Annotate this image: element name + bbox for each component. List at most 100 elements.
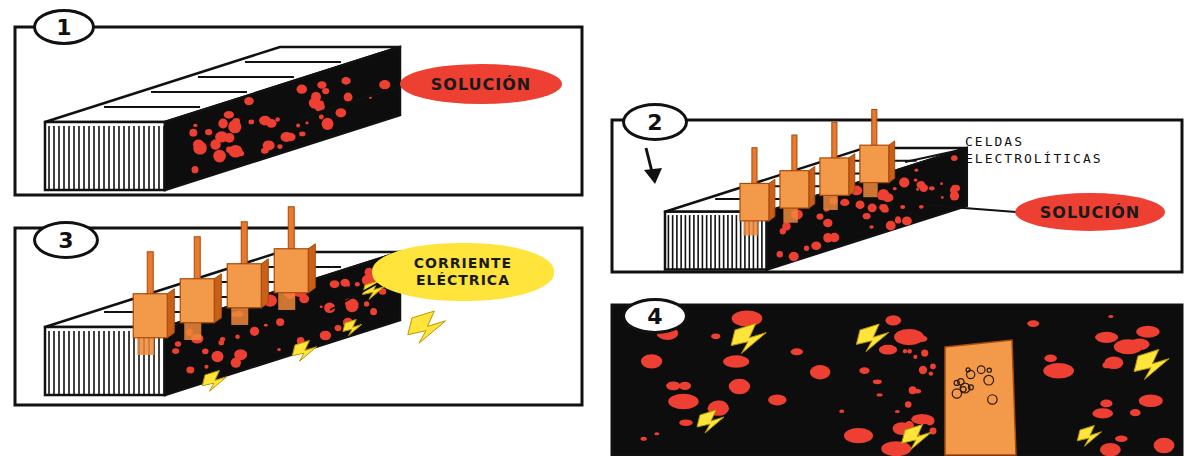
node-text-wrap: 4: [647, 304, 662, 329]
solution-particle: [723, 355, 749, 367]
electrode-plate-side: [214, 274, 221, 323]
tank-illustration: [45, 47, 400, 190]
gas-bubble: [988, 395, 997, 404]
electrode-rod: [752, 148, 757, 185]
solution-particle: [804, 246, 809, 251]
electrode-rod: [288, 207, 294, 251]
solution-particle: [261, 120, 264, 123]
tank-hatch: [689, 215, 691, 269]
tank-hatch: [78, 331, 80, 395]
tank-hatch: [73, 331, 75, 395]
tank-hatch: [48, 126, 50, 190]
solution-particle: [840, 199, 849, 206]
tank-hatch: [680, 215, 682, 269]
solution-particle: [895, 410, 900, 413]
solution-particle: [296, 123, 300, 127]
solution-particle: [231, 357, 241, 367]
tank-hatch: [702, 215, 704, 269]
tank-hatch: [88, 126, 90, 190]
solution-particle: [322, 118, 334, 130]
tank-hatch: [108, 331, 110, 395]
tank-hatch: [118, 126, 120, 190]
solution-particle: [869, 225, 873, 228]
electrode-plate: [274, 249, 308, 293]
solution-particle: [224, 111, 234, 119]
solution-particle: [915, 168, 919, 171]
lightning-bolt: [731, 324, 766, 354]
lightning-bolt: [902, 425, 932, 450]
pointer-arrow: [646, 148, 652, 172]
tank-hatch: [719, 215, 721, 269]
solution-particle: [919, 205, 924, 209]
solution-particle: [193, 141, 207, 154]
solution-particle: [226, 147, 232, 153]
tank-hatch: [123, 331, 125, 395]
part-label: CELDAS ELECTROLÍTICAS: [965, 134, 1143, 168]
electrode-rod: [241, 222, 247, 266]
solution-particle: [903, 349, 907, 353]
callout-number: 2: [622, 103, 688, 141]
solution-particle: [679, 419, 693, 426]
tank-hatch: [93, 331, 95, 395]
tank-hatch: [148, 126, 150, 190]
solution-particle: [220, 337, 225, 342]
lightning-bolt: [292, 341, 316, 362]
tank-side: [165, 47, 400, 190]
tank-hatch: [740, 215, 742, 269]
node-text: 3: [58, 228, 73, 253]
solution-particle: [1043, 363, 1074, 378]
solution-particle: [276, 318, 284, 326]
tank-hatch: [88, 331, 90, 395]
solution-particle: [916, 188, 919, 191]
solution-particle: [950, 191, 959, 200]
tank-hatch: [158, 331, 160, 395]
tank-hatch: [53, 331, 55, 395]
electrode-rod: [832, 122, 837, 159]
solution-particle: [186, 366, 194, 373]
solution-particle: [341, 77, 350, 85]
solution-particle: [929, 371, 933, 375]
solution-particle: [868, 203, 877, 212]
solution-particle: [213, 150, 226, 163]
current-callout: CORRIENTE ELÉCTRICA: [372, 243, 554, 301]
tank-hatch: [133, 331, 135, 395]
pointer-arrowhead: [644, 168, 662, 184]
solution-particle: [666, 381, 680, 390]
solution-particle: [919, 366, 927, 374]
solution-particle: [1130, 409, 1141, 416]
tank-hatch: [98, 331, 100, 395]
tank-hatch: [53, 126, 55, 190]
solution-particle: [654, 432, 659, 435]
solution-particle: [261, 148, 269, 154]
electrode-plate-side: [809, 166, 815, 208]
tank-hatch: [93, 126, 95, 190]
lightning-bolt: [697, 410, 724, 433]
solution-particle: [863, 213, 871, 219]
electrode-plate-side: [308, 244, 315, 293]
electrode-plate: [860, 145, 889, 182]
tank-hatch: [133, 126, 135, 190]
solution-particle: [1027, 320, 1039, 327]
tank-hatch: [58, 126, 60, 190]
electrode-rod: [872, 109, 877, 146]
solution-particle: [322, 88, 329, 94]
tank-hatch: [706, 215, 708, 269]
solution-particle: [641, 437, 647, 441]
panel-frame: [15, 27, 582, 195]
solution-particle: [879, 204, 888, 211]
solution-particle: [668, 394, 698, 410]
solution-particle: [777, 251, 783, 257]
leader-line: [330, 282, 380, 310]
solution-particle: [883, 193, 894, 202]
decoration-group: [45, 47, 1174, 456]
electrode-plate: [227, 264, 261, 308]
tank-slot: [198, 76, 294, 78]
callout-number: 4: [622, 298, 688, 334]
tank-hatch: [118, 331, 120, 395]
solution-particle: [810, 365, 830, 379]
gas-bubble: [977, 366, 985, 374]
solution-particle: [1100, 400, 1112, 408]
electrode-plate: [180, 279, 214, 323]
solution-particle: [344, 93, 353, 102]
